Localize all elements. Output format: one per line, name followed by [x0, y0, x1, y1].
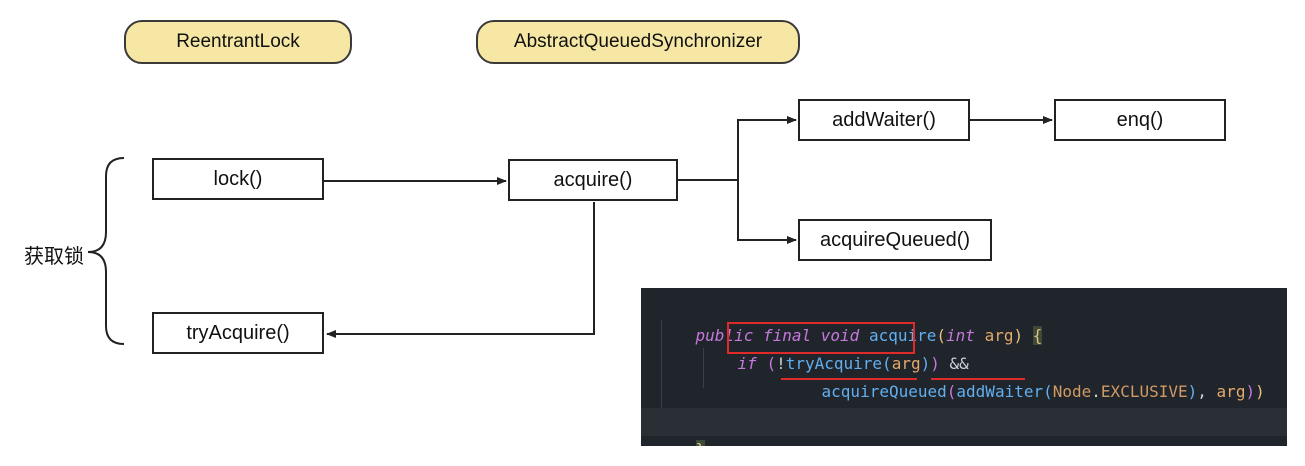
code-token: ( — [766, 354, 777, 373]
code-token: if — [737, 354, 757, 373]
arrow-acquire-to-tryacquire — [326, 202, 595, 338]
code-line-2: if (!tryAcquire(arg)) && — [641, 322, 1287, 373]
acquirequeued-node: acquireQueued() — [798, 219, 992, 261]
lock-node: lock() — [152, 158, 324, 200]
code-token: ) — [1245, 382, 1256, 401]
code-token: tryAcquire — [785, 354, 883, 373]
code-token: ) — [1255, 382, 1265, 401]
code-token: Node — [1052, 382, 1092, 401]
code-token: { — [1032, 326, 1043, 345]
group-brace — [87, 157, 125, 345]
indent-guide — [661, 320, 662, 416]
code-token: public — [695, 326, 754, 345]
code-token: , — [1197, 382, 1207, 401]
code-snippet: public final void acquire(int arg) { if … — [641, 288, 1287, 446]
arrow-acquire-to-acquirequeued — [737, 180, 797, 244]
code-token: ) — [930, 354, 940, 373]
code-token: ( — [936, 326, 947, 345]
code-token: ( — [882, 354, 892, 373]
aqs-header: AbstractQueuedSynchronizer — [476, 20, 800, 64]
addwaiter-underline — [931, 378, 1025, 380]
code-token: ( — [946, 382, 957, 401]
code-token: ) — [1187, 382, 1198, 401]
code-token: arg — [984, 326, 1014, 345]
code-token: addWaiter — [956, 382, 1044, 401]
code-token: acquireQueued — [821, 382, 947, 401]
tryacquire-highlight-box — [727, 322, 915, 354]
acquire-node: acquire() — [508, 159, 678, 201]
code-token: . — [1091, 382, 1101, 401]
code-token: } — [695, 440, 706, 446]
indent-guide — [703, 348, 704, 388]
code-token: arg — [891, 354, 921, 373]
code-token: ) — [1013, 326, 1024, 345]
code-token: ( — [1043, 382, 1053, 401]
acquirequeued-underline — [781, 378, 917, 380]
code-token: final — [762, 326, 812, 345]
tryacquire-node: tryAcquire() — [152, 312, 324, 354]
code-line-4: selfInterrupt(); — [641, 378, 1287, 429]
code-token: ! — [776, 354, 786, 373]
code-line-5: } — [641, 408, 1287, 446]
code-token: int — [946, 326, 975, 345]
enq-node: enq() — [1054, 99, 1226, 141]
code-token: EXCLUSIVE — [1100, 382, 1188, 401]
addwaiter-node: addWaiter() — [798, 99, 970, 141]
code-line-3: acquireQueued(addWaiter(Node.EXCLUSIVE),… — [641, 350, 1287, 401]
code-token: void — [820, 326, 860, 345]
code-token: acquire — [868, 326, 937, 345]
code-token: ) — [920, 354, 931, 373]
code-line-1: public final void acquire(int arg) { — [641, 294, 1287, 345]
arrow-acquire-to-addwaiter — [678, 116, 797, 181]
code-token: && — [949, 354, 969, 373]
code-token: arg — [1216, 382, 1246, 401]
reentrantlock-header: ReentrantLock — [124, 20, 352, 64]
group-label: 获取锁 — [24, 244, 84, 268]
